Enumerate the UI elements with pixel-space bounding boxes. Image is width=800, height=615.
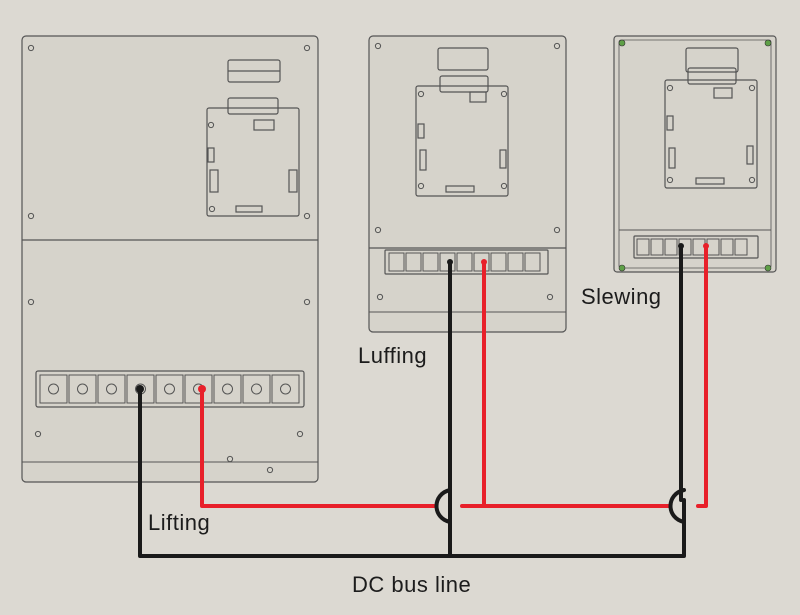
wire-crossover-slewing <box>668 488 686 524</box>
lifting-terminal-block <box>35 370 305 408</box>
slewing-label: Slewing <box>581 284 662 309</box>
lifting-label: Lifting <box>148 510 211 535</box>
slewing-inverter-body <box>613 35 777 273</box>
dc-bus-negative-wire <box>138 244 686 558</box>
slewing-control-board <box>664 79 758 189</box>
luffing-terminal-block <box>384 249 549 275</box>
lifting-inverter <box>21 35 319 483</box>
terminal-connection-points <box>136 243 709 393</box>
luffing-inverter <box>368 35 567 333</box>
lifting-inverter-body <box>21 35 319 483</box>
luffing-inverter-body <box>368 35 567 333</box>
dc-bus-positive-wire <box>200 244 708 508</box>
slewing-terminal-block <box>633 235 759 259</box>
slewing-inverter <box>613 35 777 273</box>
wire-crossover-luffing <box>434 488 452 524</box>
luffing-control-board <box>415 85 509 197</box>
lifting-control-board <box>206 107 300 217</box>
dc-bus-line-label: DC bus line <box>352 572 472 597</box>
luffing-label: Luffing <box>358 343 428 368</box>
